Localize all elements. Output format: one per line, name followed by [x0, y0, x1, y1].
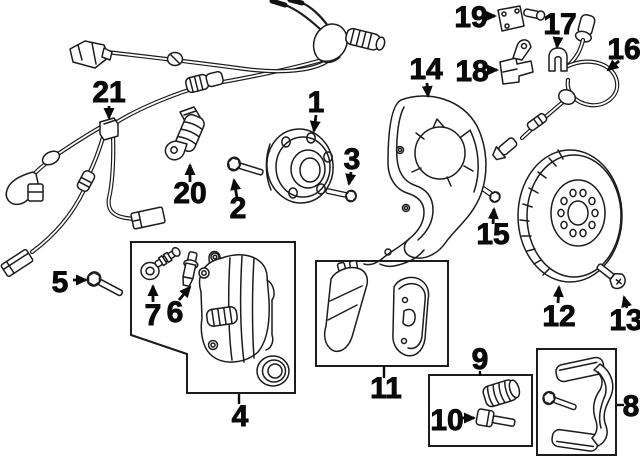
callout-2-label: 2 [230, 192, 247, 225]
callout-13-label: 13 [609, 304, 640, 337]
bracket-bolt-part [540, 389, 579, 415]
callout-17-label: 17 [543, 8, 576, 41]
callout-14: 14 [409, 53, 443, 98]
callout-10-label: 10 [430, 404, 463, 437]
callout-7: 7 [144, 284, 162, 332]
callout-15: 15 [476, 207, 510, 251]
callout-12: 12 [542, 285, 576, 333]
splash-shield-part [363, 95, 487, 268]
plug-connector [130, 206, 166, 230]
abs-sensor-part [164, 106, 205, 161]
harness-connector [69, 40, 113, 69]
callout-2: 2 [229, 178, 247, 225]
callout-20: 20 [173, 163, 207, 210]
callout-11: 11 [370, 367, 402, 405]
caliper-guide-pin-part [140, 246, 181, 281]
callout-16: 16 [606, 33, 640, 72]
callout-6-label: 6 [167, 296, 184, 329]
pin-boot-part [482, 379, 521, 408]
wire-bead [41, 150, 61, 166]
callout-12-label: 12 [542, 300, 575, 333]
brake-rotor-part [517, 149, 623, 283]
callout-9-label: 9 [472, 343, 489, 376]
callout-11-label: 11 [370, 372, 402, 405]
callout-10: 10 [430, 404, 476, 437]
callout-17: 17 [543, 8, 577, 49]
callout-21-label: 21 [92, 76, 125, 109]
callout-6: 6 [166, 285, 192, 329]
callout-3: 3 [343, 143, 361, 186]
caliper-box [130, 241, 296, 394]
wire-clip [166, 51, 184, 67]
harness-boot-connector [312, 23, 386, 64]
callout-18: 18 [455, 55, 499, 88]
callout-5: 5 [51, 266, 88, 299]
callout-8-label: 8 [623, 390, 640, 423]
hex-bolt-3-part [324, 184, 358, 204]
sensor-bracket-part [499, 39, 534, 85]
callout-1-label: 1 [308, 86, 325, 119]
bleeder-screw-part [182, 251, 199, 287]
callout-13: 13 [609, 295, 640, 337]
harness-sleeve [185, 70, 224, 94]
long-bolt-5-part [84, 268, 126, 301]
wire-harness-part [0, 0, 386, 278]
callout-4: 4 [231, 394, 249, 433]
callout-9: 9 [471, 343, 489, 377]
elbow-connector [5, 171, 44, 206]
callout-3-label: 3 [344, 143, 361, 176]
flat-connector [0, 248, 34, 278]
callout-20-label: 20 [173, 177, 206, 210]
retaining-clip-part [548, 47, 568, 72]
sensor-wire-part [492, 13, 620, 161]
bracket-box [536, 348, 617, 456]
rotor-set-screw-part [596, 263, 626, 290]
wire-ribbed-bead [76, 170, 96, 192]
callout-7-label: 7 [145, 299, 162, 332]
brake-caliper-part [198, 250, 290, 387]
caliper-bracket-part [551, 356, 614, 452]
harness-bracket-part [497, 5, 546, 32]
callout-16-label: 16 [607, 33, 640, 66]
hub-bolt-part [225, 154, 266, 181]
callout-1: 1 [307, 86, 325, 133]
pin-bolt-part [475, 408, 516, 428]
callout-4-label: 4 [232, 400, 249, 433]
callout-14-label: 14 [409, 53, 443, 86]
callout-18-label: 18 [455, 55, 488, 88]
callout-8: 8 [617, 390, 640, 423]
callout-19: 19 [454, 1, 497, 34]
callout-19-label: 19 [454, 1, 487, 34]
brake-pads-part [323, 259, 430, 357]
callout-5-label: 5 [52, 266, 69, 299]
wheel-hub-part [265, 128, 334, 204]
callout-15-label: 15 [476, 218, 509, 251]
callout-21: 21 [92, 76, 126, 120]
pads-box [315, 260, 449, 367]
harness-junction [99, 117, 119, 141]
